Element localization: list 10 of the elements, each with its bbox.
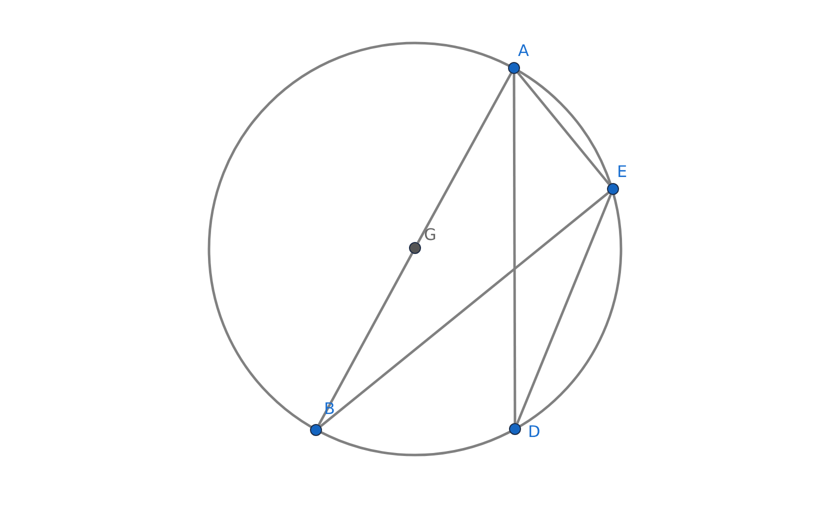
line-segment: [320, 192, 610, 428]
line-segment: [512, 74, 516, 423]
line-segment: [318, 252, 414, 426]
point-label: E: [617, 163, 628, 181]
line-segment: [516, 194, 612, 424]
point-label: G: [424, 226, 436, 244]
point-label: D: [528, 423, 540, 441]
line-segment: [516, 72, 610, 186]
point-label: A: [518, 42, 529, 60]
line-segment: [416, 72, 512, 244]
